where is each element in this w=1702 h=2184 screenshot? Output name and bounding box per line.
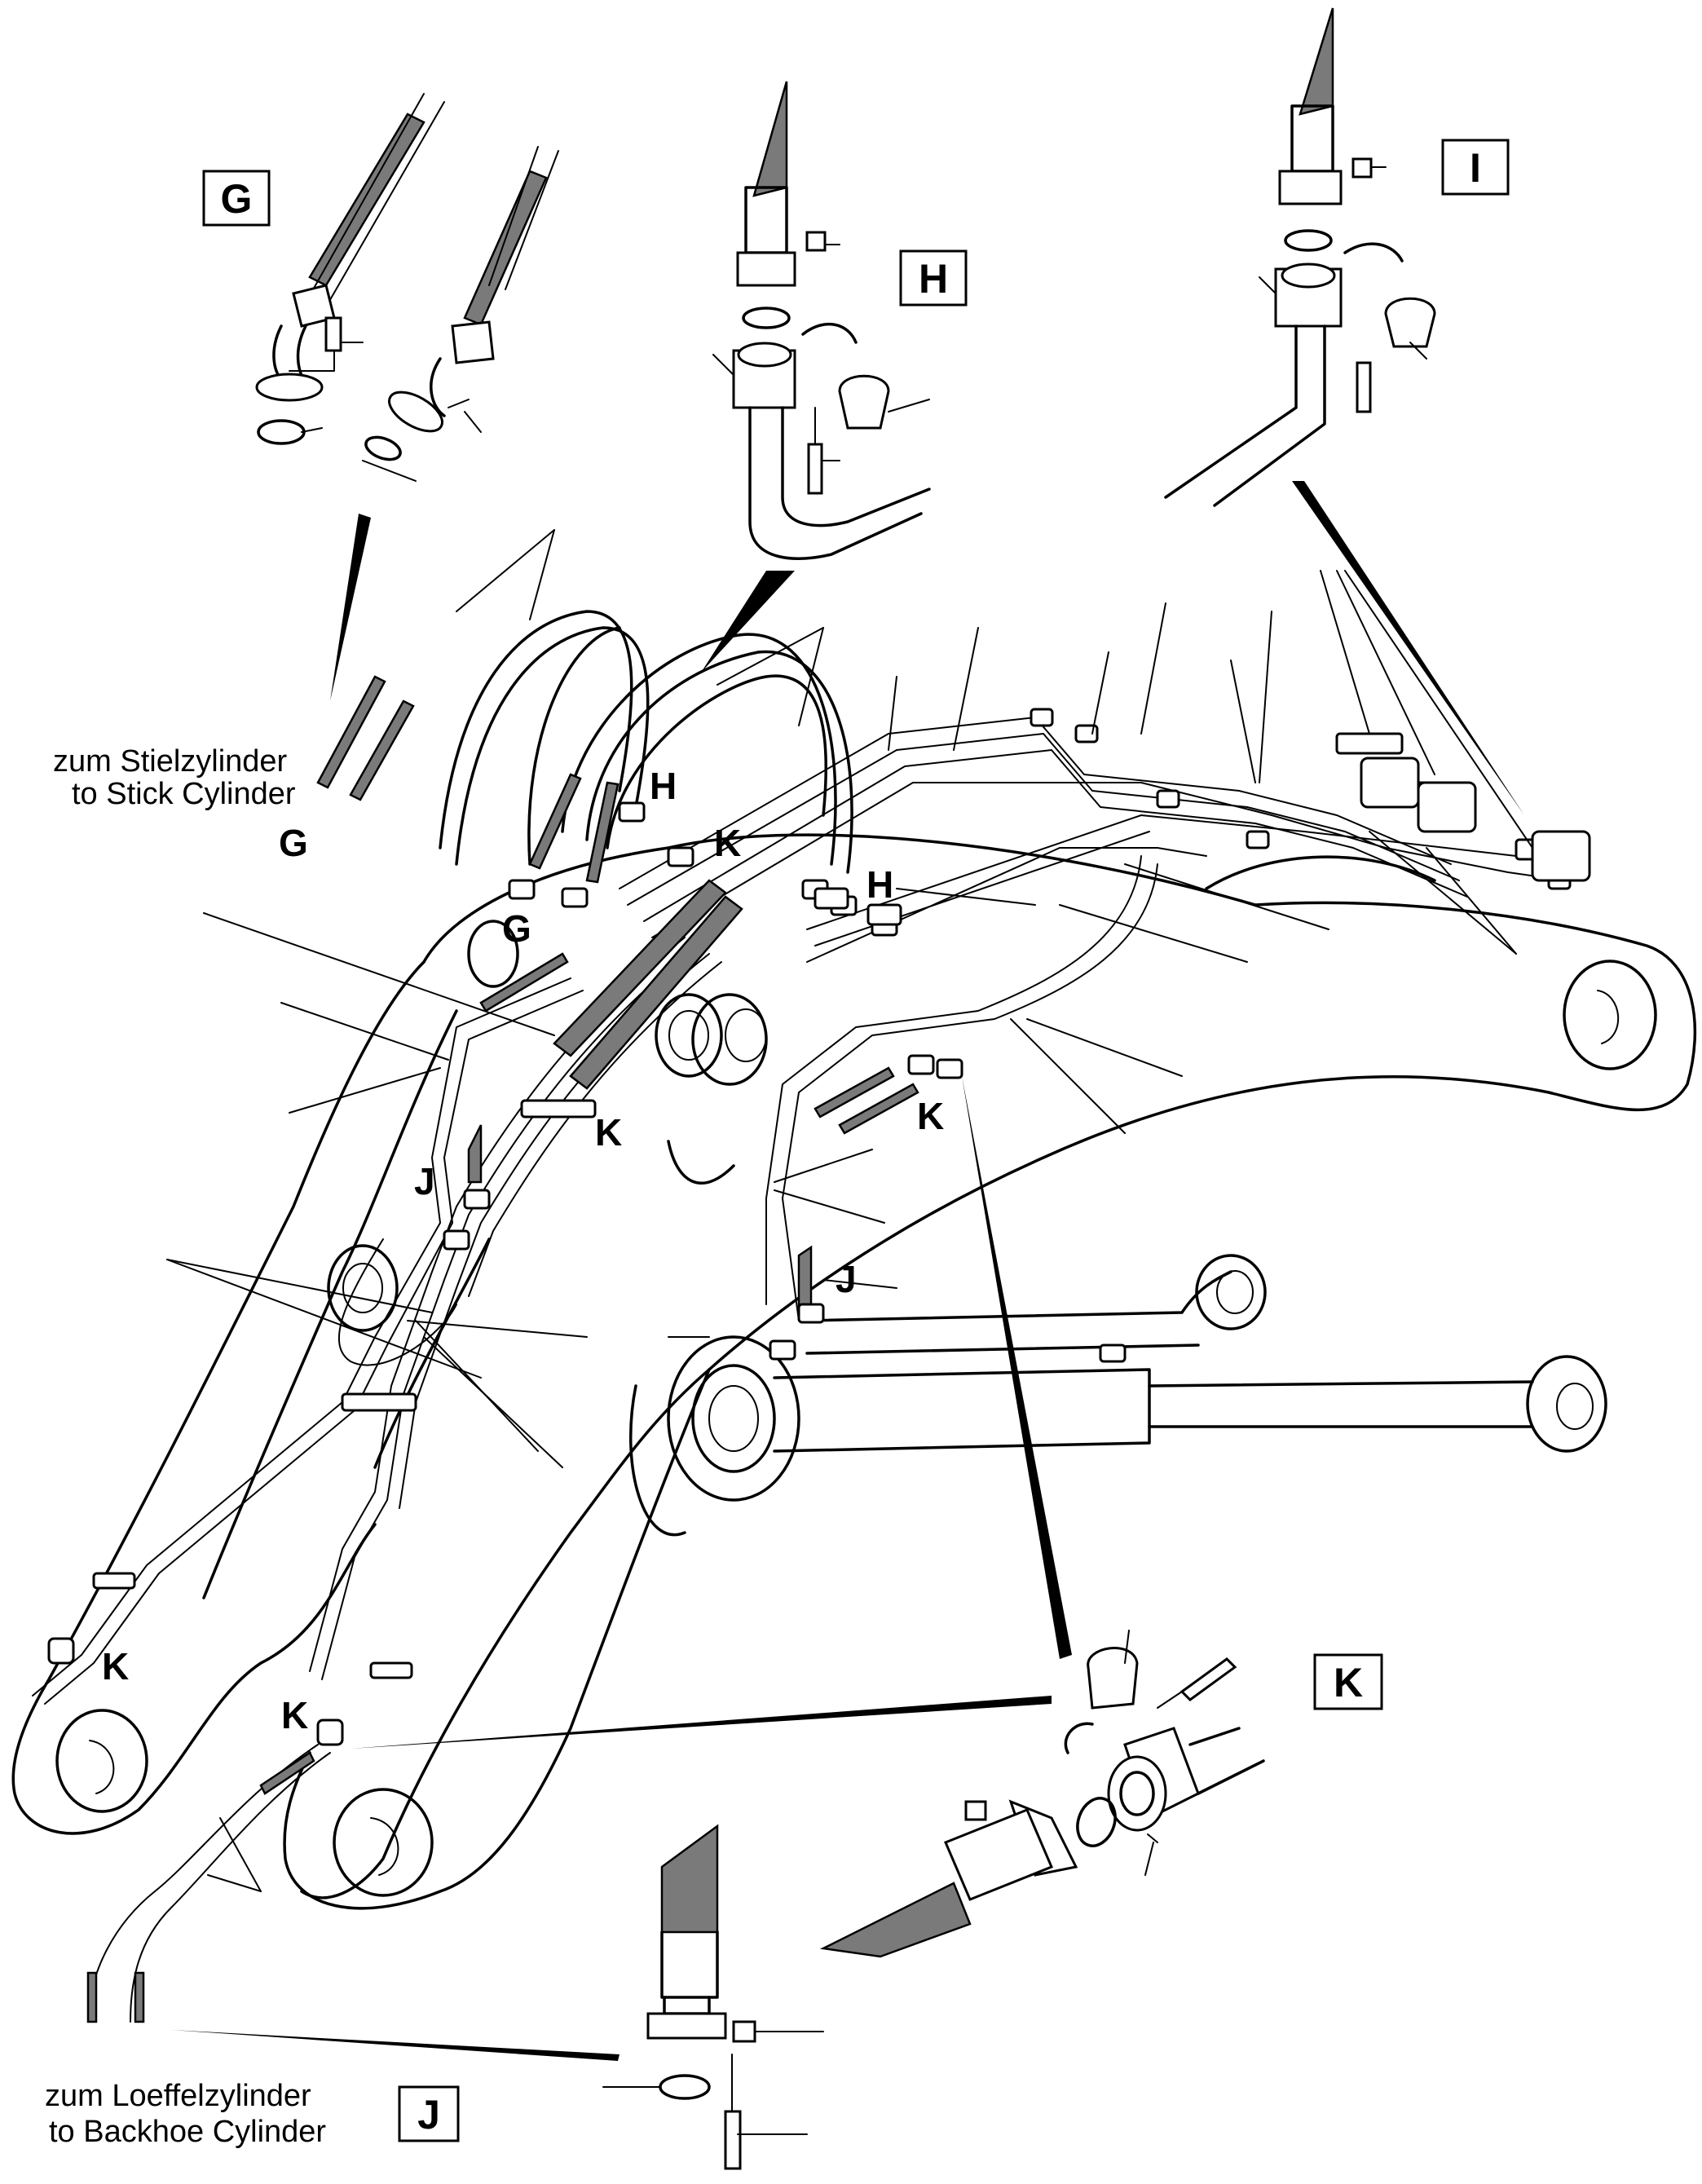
- callout-k-upper: K: [714, 822, 741, 864]
- callout-k-right: K: [917, 1095, 944, 1137]
- note-backhoe-de: zum Loeffelzylinder: [45, 2079, 311, 2113]
- detail-j-box: [398, 2085, 460, 2142]
- hose-sleeve: [259, 1751, 315, 1795]
- detail-j: J: [398, 1824, 824, 2170]
- callout-g-lower: G: [502, 907, 531, 950]
- detail-g-label: G: [221, 176, 253, 222]
- hose-sleeve: [569, 895, 743, 1090]
- hose-sleeve: [316, 675, 386, 789]
- hose-sleeve: [528, 773, 582, 870]
- note-backhoe-en: to Backhoe Cylinder: [49, 2115, 326, 2149]
- callout-k-lower: K: [281, 1694, 308, 1736]
- note-stick-de: zum Stielzylinder: [53, 744, 288, 779]
- detail-h-box: [899, 249, 968, 307]
- callout-j-left: J: [414, 1160, 435, 1202]
- hose-sleeve: [479, 952, 569, 1013]
- callout-h-upper: H: [650, 765, 677, 807]
- detail-g: G: [202, 93, 559, 482]
- clamp: [47, 708, 1583, 1746]
- hose-sleeve: [134, 1971, 145, 2023]
- hose-sleeve: [797, 1245, 813, 1314]
- hose-sleeve: [553, 879, 727, 1057]
- detail-h: H: [712, 81, 968, 560]
- detail-pointers: [171, 481, 1524, 2061]
- detail-k-box: [1313, 1653, 1383, 1710]
- hose-sleeve: [838, 1083, 919, 1135]
- detail-j-label: J: [417, 2092, 440, 2138]
- stick-cylinder: [805, 1254, 1267, 1355]
- callout-h-lower: H: [866, 863, 893, 906]
- detail-h-label: H: [919, 256, 948, 302]
- callout-g-upper: G: [279, 822, 308, 864]
- boom-outline: [300, 901, 1697, 1899]
- detail-i: I: [1164, 7, 1510, 507]
- detail-k: K: [819, 1630, 1383, 1958]
- callout-j-right: J: [836, 1258, 857, 1300]
- note-stick-en: to Stick Cylinder: [72, 777, 296, 811]
- notes: zum Stielzylinder to Stick Cylinder zum …: [45, 744, 326, 2149]
- callout-letters: H H K K K K K G G J J: [102, 765, 944, 1736]
- boom-assembly: [11, 833, 1697, 1910]
- hose-sleeve: [86, 1971, 98, 2023]
- callout-k-middle: K: [595, 1111, 622, 1154]
- boom-cylinder: [773, 1355, 1607, 1453]
- hydraulic-lines: [32, 529, 1591, 2023]
- detail-i-box: [1441, 139, 1510, 196]
- detail-g-box: [202, 170, 271, 227]
- hose-sleeve: [349, 699, 415, 801]
- hose-sleeve: [814, 1066, 895, 1118]
- hose-sleeve: [585, 781, 620, 884]
- detail-k-label: K: [1334, 1660, 1363, 1705]
- callout-k-lower-left: K: [102, 1645, 129, 1688]
- stick-outline: [11, 960, 426, 1835]
- hose-sleeve: [467, 1124, 483, 1184]
- detail-i-label: I: [1470, 145, 1481, 191]
